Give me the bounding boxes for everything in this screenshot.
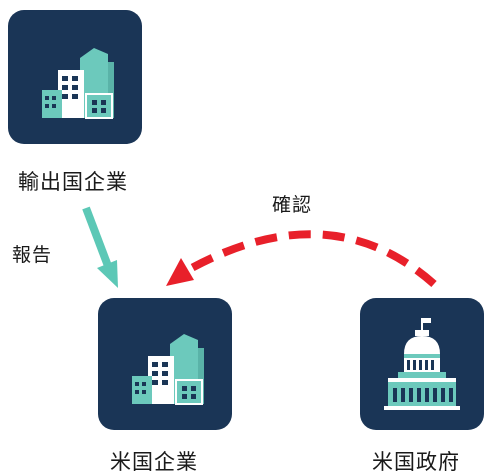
office-buildings-icon: [42, 48, 114, 119]
exporter-company-tile: [8, 10, 142, 144]
us-government-label: 米国政府: [372, 450, 460, 474]
office-buildings-icon: [132, 334, 204, 405]
us-government-tile: [360, 298, 484, 430]
confirm-edge-label: 確認: [272, 194, 313, 216]
us-company-label: 米国企業: [110, 450, 198, 474]
report-arrow: [82, 206, 118, 288]
confirm-arrow: [166, 230, 437, 287]
us-company-tile: [98, 298, 232, 430]
report-edge-label: 報告: [12, 244, 53, 266]
exporter-company-label: 輸出国企業: [18, 170, 128, 194]
capitol-building-icon: [384, 318, 460, 410]
